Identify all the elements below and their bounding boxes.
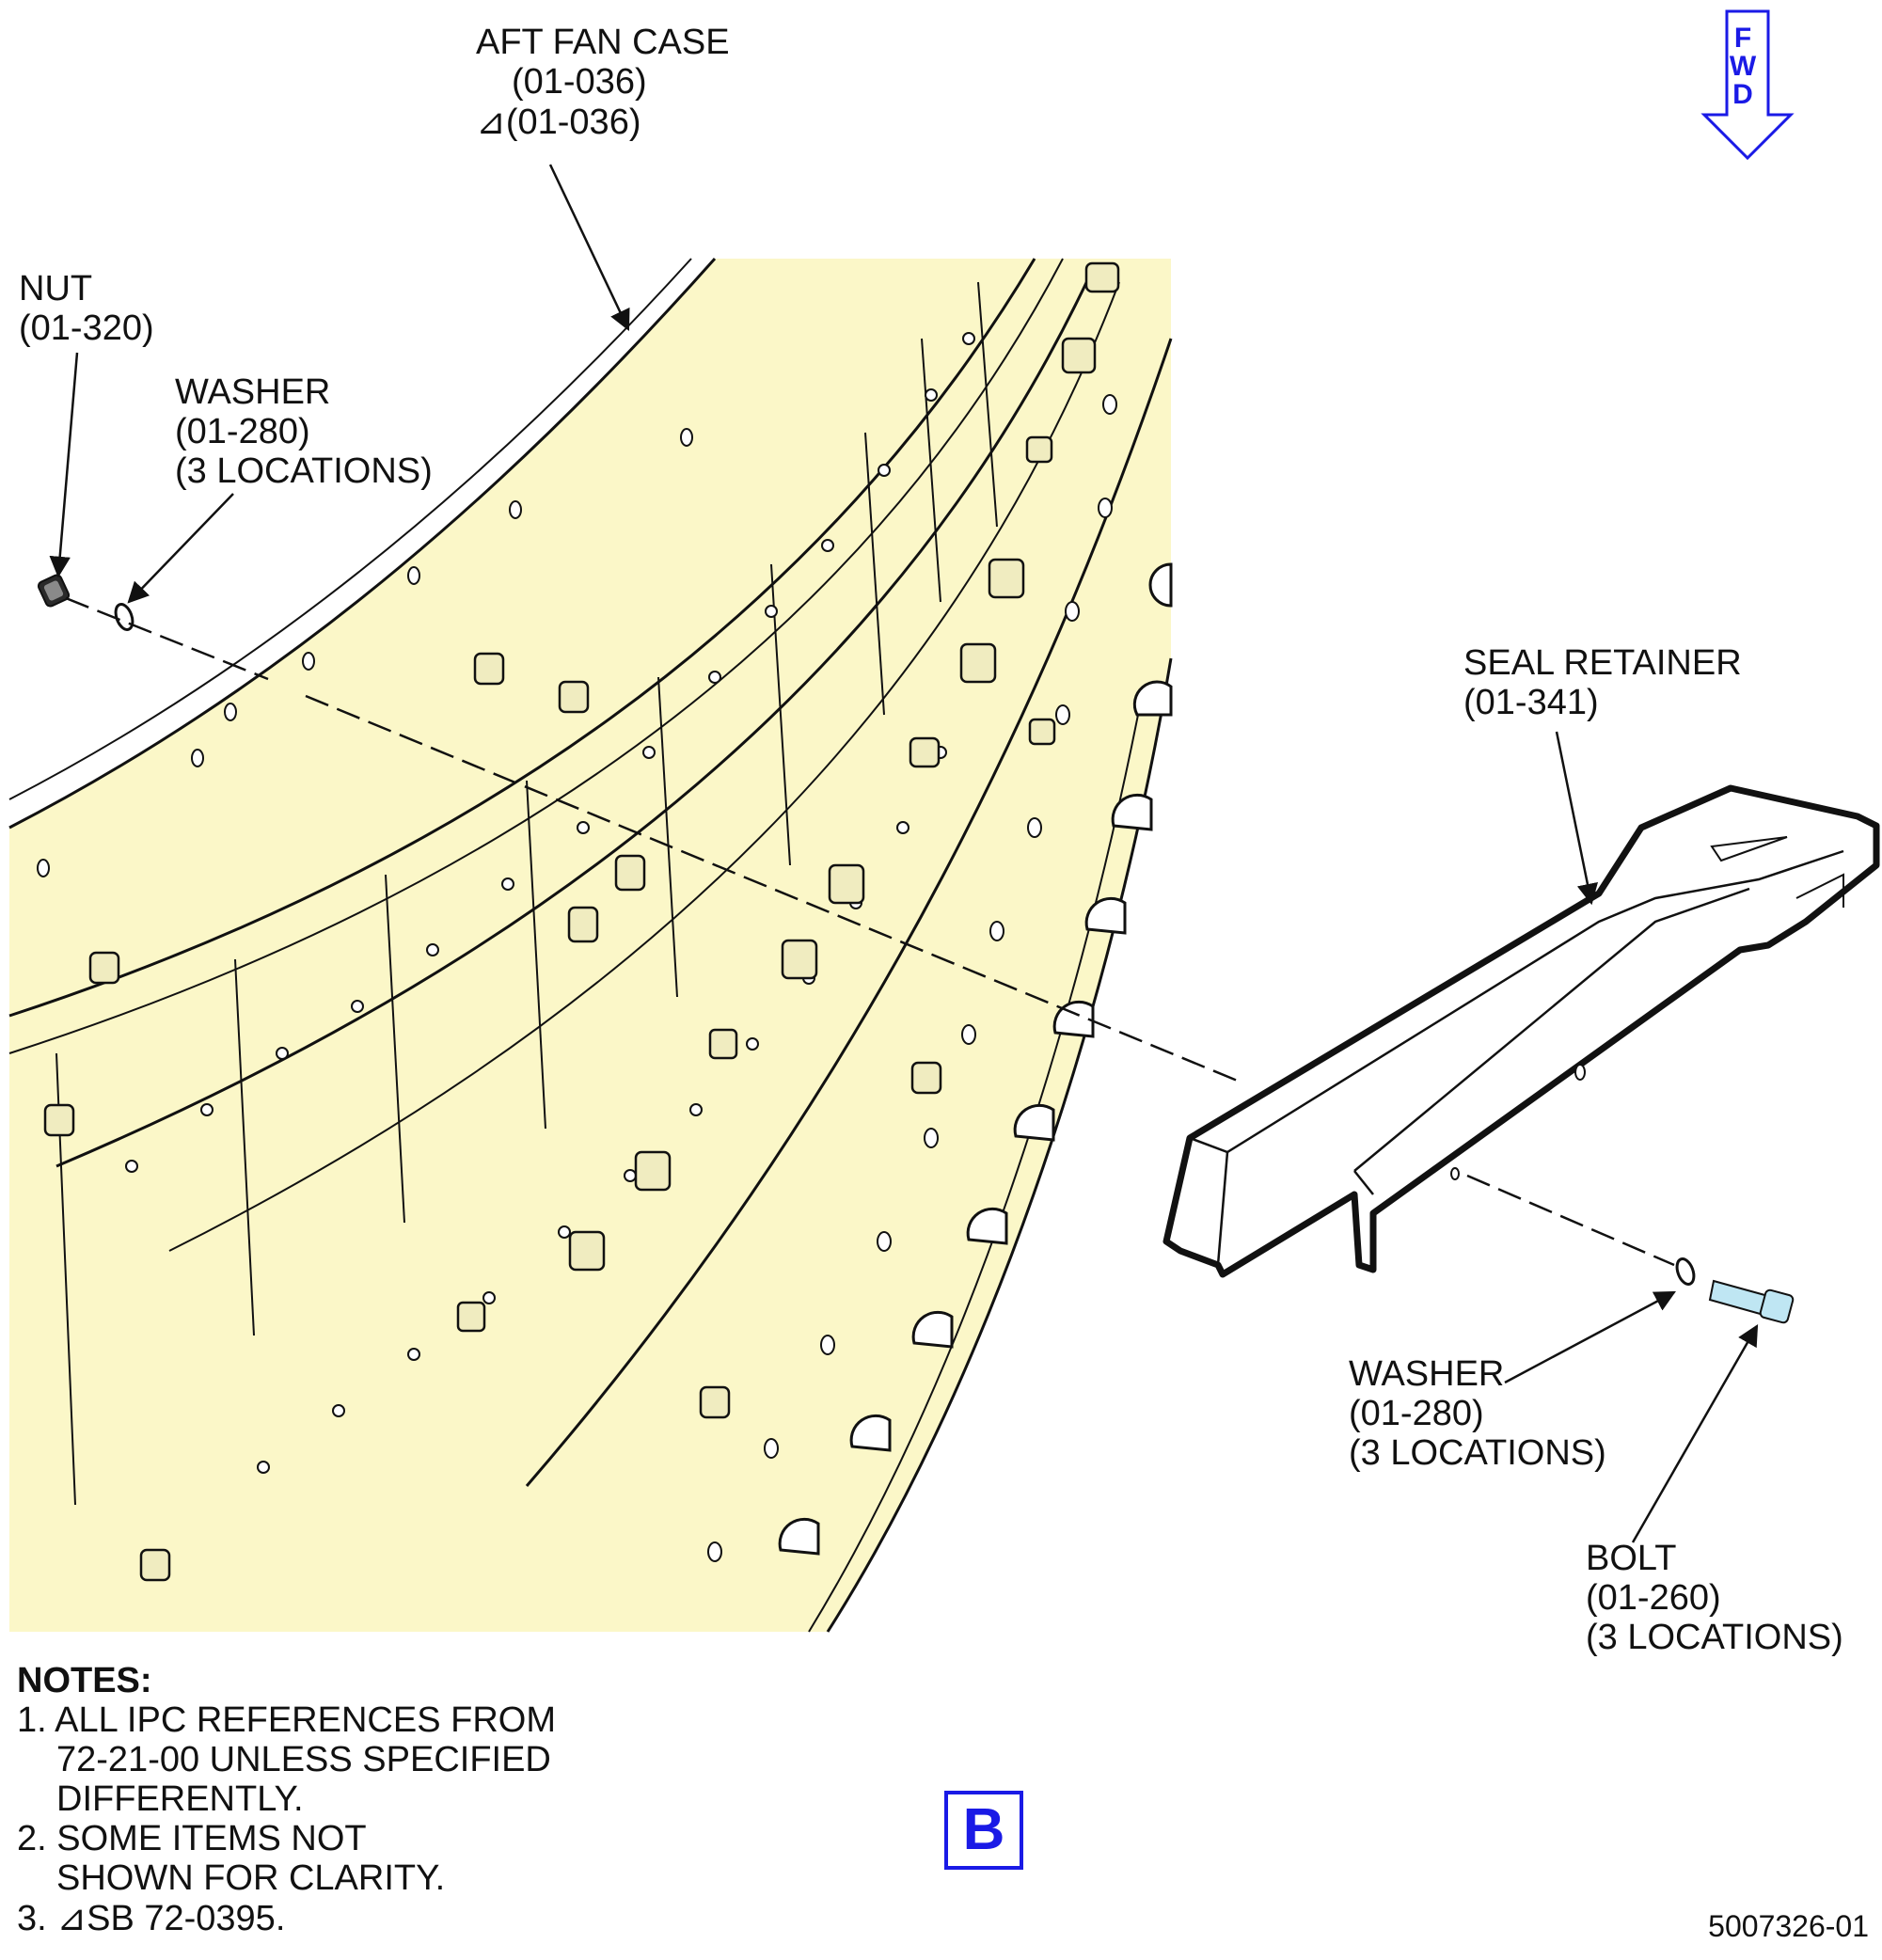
nut-part [37,574,71,608]
note-3-line-1: SB 72-0395. [87,1899,286,1938]
label-aft-fan-case-ref-sb: (01-036) [505,103,641,142]
notes-block: NOTES: 1. ALL IPC REFERENCES FROM 72-21-… [17,1661,556,1938]
label-bolt: BOLT (01-260) (3 LOCATIONS) [1586,1539,1843,1657]
seal-retainer [1162,784,1880,1278]
fwd-letter-f: F [1733,23,1752,54]
note-1-line-1: ALL IPC REFERENCES FROM [55,1700,556,1740]
label-washer-left-qty: (3 LOCATIONS) [175,451,433,491]
label-washer-right-qty: (3 LOCATIONS) [1349,1433,1606,1473]
centerline-left [65,596,269,681]
fwd-letter-w: W [1729,51,1757,82]
leader-nut [49,352,79,578]
washer-right-part [1675,1257,1696,1286]
label-bolt-qty: (3 LOCATIONS) [1586,1618,1843,1657]
label-seal-retainer-name: SEAL RETAINER [1463,643,1742,683]
label-washer-right-ref: (01-280) [1349,1394,1484,1433]
label-seal-retainer: SEAL RETAINER (01-341) [1463,643,1742,722]
washer-left-part [114,603,134,631]
label-nut-ref: (01-320) [19,308,154,348]
centerline-bolt [1466,1174,1675,1267]
leader-washer-right [1504,1290,1676,1384]
view-letter-box: B [944,1791,1023,1870]
figure-number: 5007326-01 [1708,1909,1869,1943]
label-washer-right: WASHER (01-280) (3 LOCATIONS) [1349,1354,1606,1473]
label-bolt-name: BOLT [1586,1539,1677,1578]
note-1: 1. ALL IPC REFERENCES FROM [17,1700,556,1740]
leader-aft-fan-case [548,164,630,332]
label-bolt-ref: (01-260) [1586,1578,1721,1618]
label-nut: NUT (01-320) [19,269,154,348]
leader-bolt [1631,1324,1759,1543]
aft-fan-case [8,258,1173,1633]
label-washer-left: WASHER (01-280) (3 LOCATIONS) [175,372,433,491]
leader-washer-left [127,493,234,604]
fwd-arrow-outline [1700,9,1795,161]
note-1-line-3: DIFFERENTLY. [56,1779,304,1819]
fwd-indicator: F W D [1726,24,1760,109]
fwd-letter-d: D [1732,79,1753,110]
label-washer-right-name: WASHER [1349,1354,1505,1394]
note-2: 2. SOME ITEMS NOT [17,1819,556,1858]
note-1-line-2: 72-21-00 UNLESS SPECIFIED [56,1740,551,1779]
label-aft-fan-case: AFT FAN CASE (01-036) ⊿(01-036) [476,23,730,142]
leader-seal-retainer [1555,731,1598,906]
note-3-num: 3. [17,1899,47,1938]
note-1-num: 1. [17,1700,47,1740]
note-2-line-2: SHOWN FOR CLARITY. [56,1858,446,1898]
label-washer-left-name: WASHER [175,372,331,412]
sb-marker-icon: ⊿ [476,101,506,142]
label-aft-fan-case-ref: (01-036) [512,62,647,102]
note-3: 3. ⊿SB 72-0395. [17,1898,556,1938]
note-2-num: 2. [17,1819,47,1858]
label-aft-fan-case-sb-line: ⊿(01-036) [476,102,730,142]
label-seal-retainer-ref: (01-341) [1463,683,1599,722]
note-2-line-1: SOME ITEMS NOT [56,1819,367,1858]
label-nut-name: NUT [19,269,93,308]
bolt-part [1708,1279,1795,1324]
label-washer-left-ref: (01-280) [175,412,310,451]
sb-marker-icon: ⊿ [56,1897,87,1938]
label-aft-fan-case-name: AFT FAN CASE [476,23,730,62]
notes-heading: NOTES: [17,1661,152,1700]
